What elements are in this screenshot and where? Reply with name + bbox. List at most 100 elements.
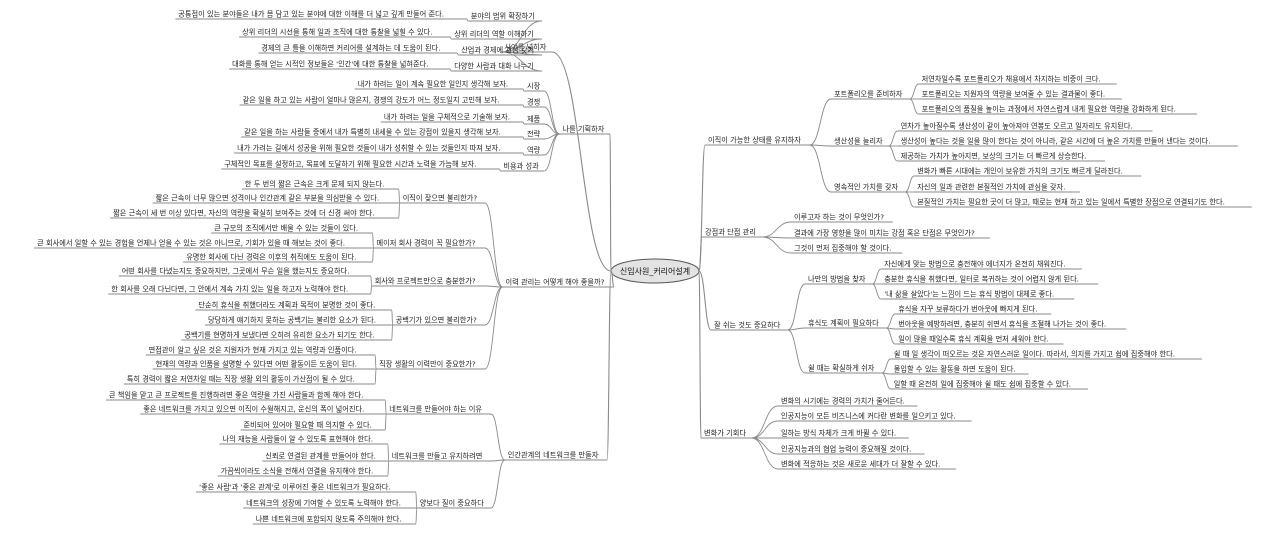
change-note-2: 일하는 방식 자체가 크게 바뀔 수 있다. — [781, 429, 896, 438]
network-item-0-connector — [490, 413, 506, 461]
horizon-note-2: 경제의 큰 틀을 이해하면 커리어를 설계하는 데 도움이 된다. — [261, 44, 440, 53]
rest-note-0-0: 자신에게 맞는 방법으로 충전해야 에너지가 온전히 채워진다. — [884, 260, 1065, 269]
plan-item-3: 전략 — [527, 130, 541, 139]
network-note-2-2-connector — [415, 507, 418, 525]
movable-item-1: 생산성을 늘리자 — [834, 137, 883, 146]
network-note-1-1: 신뢰로 연결된 관계를 만들어야 한다. — [265, 452, 376, 461]
branch-horizon: 시야를 넓히자 — [504, 43, 546, 52]
rest-note-1-2-connector — [886, 327, 896, 345]
horizon-item-3-connector — [501, 51, 543, 72]
change-note-3: 인공지능과의 협업 능력이 중요해질 것이다. — [781, 445, 911, 454]
network-item-2: 양보다 질이 중요하다 — [420, 499, 484, 508]
resume-item-4-connector — [484, 286, 503, 370]
plan-note-4: 내가 가려는 길에서 성공을 위해 필요한 것들이 내가 성취할 수 있는 것들… — [237, 144, 500, 153]
plan-note-3-connector — [522, 136, 525, 140]
change-note-0-connector — [751, 405, 779, 439]
rest-note-2-0: 쉴 때 일 생각이 떠오르는 것은 자연스러운 일이다. 따라서, 의지를 가지… — [894, 350, 1175, 359]
resume-item-4: 직장 생활의 이력만이 중요한가? — [379, 360, 476, 369]
horizon-note-1: 상위 리더의 시선을 통해 일과 조직에 대한 통찰을 넓힐 수 있다. — [242, 28, 432, 37]
resume-note-0-0: 한 두 번의 짧은 근속은 크게 문제 되지 않는다. — [245, 180, 385, 189]
plan-item-5-connector — [543, 133, 560, 172]
rest-item-2-connector — [787, 329, 806, 374]
network-note-0-0: 큰 책임을 맡고 큰 프로젝트를 진행하려면 좋은 역량을 가진 사람들과 함께… — [109, 391, 364, 400]
resume-note-2-0-connector — [370, 275, 373, 287]
branch-resume: 이력 관리는 어떻게 해야 좋을까? — [506, 278, 605, 287]
horizon-note-0-connector — [466, 18, 469, 22]
network-note-2-1: 네트워크의 성장에 기여할 수 있도록 노력해야 한다. — [246, 499, 401, 508]
plan-item-1: 경쟁 — [527, 98, 540, 107]
branch-strength: 강점과 단점 관리 — [705, 228, 756, 237]
resume-note-3-1: 당당하게 얘기하지 못하는 공백기는 불리한 요소가 된다. — [208, 316, 376, 325]
rest-note-0-1: 충분한 휴식을 취했다면, 일터로 복귀하는 것이 어렵지 않게 된다. — [884, 275, 1079, 284]
network-note-0-0-connector — [384, 399, 387, 415]
rest-note-1-1: 번아웃을 예방하려면, 충분히 쉬면서 휴식을 조절해 나가는 것이 좋다. — [898, 320, 1106, 329]
resume-note-1-2: 유명한 회사에 다닌 경력은 이후의 취직에도 도움이 된다. — [186, 253, 356, 262]
resume-note-3-0: 단순히 휴식을 취했더라도 계획과 목적이 분명한 것이 좋다. — [198, 301, 375, 310]
movable-note-2-1: 자신의 일과 관련한 본질적인 가치에 관심을 갖자. — [917, 183, 1065, 192]
movable-note-1-2-connector — [888, 145, 898, 162]
branch-movable-connector — [698, 144, 706, 272]
network-note-2-0-connector — [415, 491, 418, 509]
plan-note-4-connector — [522, 152, 525, 156]
plan-note-2-connector — [522, 121, 525, 125]
plan-item-2: 제품 — [527, 115, 541, 124]
plan-item-1-connector — [543, 106, 560, 135]
network-note-2-0: '좋은 사람'과 '좋은 관계'로 이루어진 좋은 네트워크가 필요하다. — [199, 483, 391, 492]
branch-change-connector — [698, 270, 702, 439]
resume-note-0-2: 짧은 근속이 세 번 이상 있다면, 자신의 역량을 확실히 보여주는 것에 더… — [113, 209, 374, 218]
network-note-0-2: 준비되어 있어야 필요할 때 의지할 수 있다. — [244, 421, 372, 430]
horizon-note-3-connector — [449, 68, 452, 72]
branch-movable: 이직이 가능한 상태를 유지하자 — [708, 136, 801, 145]
branch-change: 변화가 기회다 — [704, 429, 746, 438]
resume-note-1-0-connector — [372, 232, 374, 249]
resume-item-2-connector — [484, 285, 503, 288]
horizon-item-2: 산업과 경제에 관심 갖기 — [461, 46, 534, 55]
movable-note-0-0-connector — [909, 83, 919, 100]
resume-note-3-2-connector — [391, 324, 394, 341]
resume-note-1-2-connector — [372, 247, 374, 263]
resume-item-0-connector — [484, 202, 503, 288]
horizon-item-3: 다양한 사람과 대화 나누기 — [454, 62, 534, 71]
branch-resume-connector — [610, 270, 615, 288]
resume-item-2: 회사와 프로젝트만으로 충분한가? — [375, 277, 476, 286]
rest-item-0: 나만의 방법을 찾자 — [808, 275, 866, 284]
change-note-4: 변화에 적응하는 것은 새로운 세대가 더 잘할 수 있다. — [781, 460, 940, 469]
rest-note-1-2: 일이 많을 때일수록 휴식 계획을 먼저 세워야 한다. — [898, 335, 1049, 344]
movable-note-1-0: 연차가 높아질수록 생산성이 같이 높아져야 연봉도 오르고 일자리도 유지된다… — [901, 122, 1133, 131]
change-note-1: 인공지능이 모든 비즈니스에 커다란 변화를 일으키고 있다. — [781, 412, 956, 421]
horizon-item-0: 분야의 범위 확장하기 — [471, 12, 535, 21]
resume-note-1-1: 큰 회사에서 일할 수 있는 경험을 언제나 얻을 수 있는 것은 아니므로, … — [37, 239, 345, 248]
plan-item-4: 역량 — [527, 146, 541, 155]
resume-note-0-0-connector — [398, 188, 401, 204]
change-note-0: 변화의 시기에는 경력의 가치가 줄어든다. — [781, 397, 905, 406]
movable-item-2-connector — [809, 144, 832, 193]
movable-note-1-2: 제공하는 가치가 높아지면, 보상의 크기는 더 빠르게 상승한다. — [901, 152, 1087, 161]
horizon-note-1-connector — [449, 36, 452, 40]
horizon-note-0: 공통점이 있는 분야들은 내가 몸 담고 있는 분야에 대한 이해를 더 넓고 … — [178, 10, 444, 19]
resume-note-2-0: 어떤 회사를 다녔는지도 중요하지만, 그곳에서 무슨 일을 했는지도 중요하다… — [122, 267, 350, 276]
strength-note-2-connector — [762, 236, 792, 254]
rest-note-1-0: 휴식을 자꾸 보류하다가 번아웃에 빠지게 된다. — [898, 305, 1037, 314]
horizon-item-0-connector — [501, 20, 543, 53]
network-item-2-connector — [490, 459, 506, 509]
movable-note-2-0-connector — [905, 175, 915, 193]
branch-network: 인간관계의 네트워크를 만들자 — [508, 451, 599, 460]
rest-note-2-0-connector — [881, 358, 891, 374]
resume-note-4-0: 면접관이 알고 싶은 것은 지원자가 현재 가지고 있는 역량과 인품이다. — [149, 346, 357, 355]
network-note-1-0: 나의 재능을 사람들이 알 수 있도록 표현해야 한다. — [223, 435, 374, 444]
rest-note-0-2-connector — [872, 283, 882, 300]
movable-note-2-2: 본질적인 가치는 필요한 곳이 더 많고, 때로는 현재 하고 있는 일에서 특… — [917, 198, 1225, 207]
network-item-0: 네트워크를 만들어야 하는 이유 — [389, 405, 482, 414]
plan-note-5-connector — [499, 168, 501, 172]
plan-note-3: 같은 일을 하는 사람들 중에서 내가 특별히 내세울 수 있는 강점이 있을지… — [244, 128, 501, 137]
change-note-1-connector — [751, 420, 779, 439]
strength-note-1: 결과에 가장 영향을 많이 미치는 강점 혹은 단점은 무엇인가? — [794, 229, 975, 238]
rest-item-1-connector — [787, 327, 806, 331]
rest-note-1-0-connector — [886, 313, 896, 329]
branch-plan: 나를 기획하자 — [562, 125, 604, 134]
movable-note-0-0: 저연차일수록 포트폴리오가 채용에서 차지하는 비중이 크다. — [922, 75, 1101, 84]
plan-note-1-connector — [522, 104, 525, 108]
movable-note-0-2-connector — [909, 98, 919, 115]
resume-note-2-1: 한 회사를 오래 다닌다면, 그 안에서 계속 가치 있는 일을 하고자 노력해… — [111, 285, 348, 294]
